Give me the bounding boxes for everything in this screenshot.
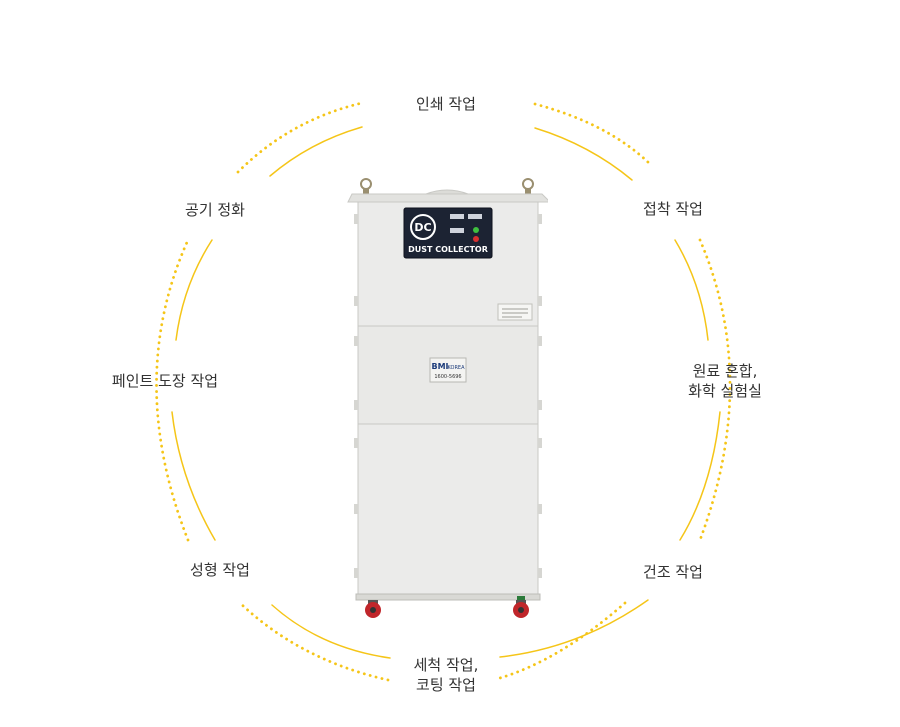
label-air-purification: 공기 정화 [185,201,245,219]
ring-arc-left-upper [175,239,213,341]
label-drying: 건조 작업 [643,563,703,581]
ring-dots-bottom-right [498,601,627,680]
label-raw-mixing: 원료 혼합, 화학 실험실 [688,361,762,401]
label-raw-mixing-line1: 원료 혼합, [692,362,758,380]
ring-arc-top-right [534,127,633,181]
dust-collector-drawing: DC DUST COLLECTOR BMI KOREA 1600-569 [347,178,548,618]
spec-plate [497,303,533,321]
control-label: DUST COLLECTOR [408,245,488,254]
caster-wheel-icon [365,596,529,618]
label-molding: 성형 작업 [190,561,250,579]
brand-plate: BMI KOREA 1600-5696 [429,357,467,383]
control-logo: DC [414,221,431,234]
brand-sub: KOREA [448,365,466,371]
ring-arc-right-upper [674,239,709,341]
brand-phone: 1600-5696 [434,374,461,380]
label-washing: 세척 작업, 코팅 작업 [414,655,479,695]
ring-dots-left [155,238,190,542]
dust-collector-image: DC DUST COLLECTOR BMI KOREA 1600-569 [346,176,548,622]
ring-arc-left-lower [171,411,216,541]
label-painting: 페인트 도장 작업 [111,372,219,390]
lifting-hook-icon [360,178,534,194]
control-panel: DC DUST COLLECTOR [403,207,493,259]
ring-dots-bottom-left [238,601,390,682]
label-printing: 인쇄 작업 [416,95,476,113]
ring-arc-bottom-left [271,604,391,659]
ring-dots-top-left [236,101,364,174]
label-washing-line1: 세척 작업, [413,656,479,674]
ring-dots-top-right [533,102,654,168]
stop-light-icon [473,236,479,242]
ring-arc-right-lower [679,411,721,541]
label-bonding: 접착 작업 [643,200,703,218]
label-raw-mixing-line2: 화학 실험실 [688,382,762,400]
brand-name: BMI [431,362,448,371]
status-light-icon [473,227,479,233]
label-washing-line2: 코팅 작업 [416,676,476,694]
ring-arc-bottom-right [499,599,649,658]
ring-arc-top-left [269,126,363,177]
